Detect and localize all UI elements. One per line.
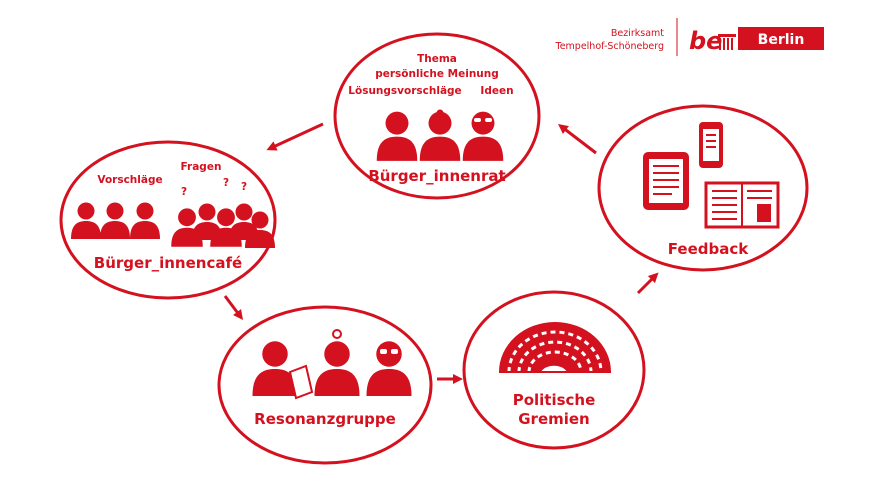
berlin-logo-box xyxy=(738,27,824,50)
node-feedback-title: Feedback xyxy=(668,240,749,258)
node-cafe-circle xyxy=(59,140,277,300)
cafe-people-icon xyxy=(71,202,275,248)
arrow-feedback-to-rat xyxy=(558,123,597,155)
resonance-people-icon xyxy=(252,329,412,400)
label-vorschlaege: Vorschläge xyxy=(97,174,162,186)
node-gremien-title-line1: Politische xyxy=(513,391,596,409)
node-resonanz: Resonanzgruppe xyxy=(217,305,433,465)
question-mark-2: ? xyxy=(223,177,229,189)
topic-meinung: persönliche Meinung xyxy=(375,68,499,80)
node-buergerrat-circle xyxy=(333,32,541,200)
topic-thema: Thema xyxy=(417,53,457,65)
node-resonanz-title: Resonanzgruppe xyxy=(254,410,396,428)
be-logo-text: be xyxy=(689,27,722,55)
berlin-logo-text: Berlin xyxy=(758,32,805,48)
node-buergerrat-title: Bürger_innenrat xyxy=(368,167,505,185)
brand-header: Bezirksamt Tempelhof-Schöneberg be Berli… xyxy=(555,18,824,56)
node-feedback-circle xyxy=(597,104,809,272)
newspaper-icon xyxy=(704,181,780,229)
arrow-cafe-to-resonanz xyxy=(223,295,243,320)
question-mark-1: ? xyxy=(181,186,187,198)
node-cafe: Vorschläge Fragen ? ? ? Bürger_innencafé xyxy=(59,140,277,300)
node-feedback: Feedback xyxy=(597,104,809,272)
smartphone-icon xyxy=(699,122,723,168)
node-gremien-title-line2: Gremien xyxy=(518,410,590,428)
node-gremien-circle xyxy=(462,290,646,450)
topic-loesungsvorschlaege: Lösungsvorschläge xyxy=(348,85,461,97)
arrow-rat-to-cafe xyxy=(266,122,324,151)
arrow-gremien-to-feedback xyxy=(636,272,659,295)
label-fragen: Fragen xyxy=(181,161,222,173)
council-people-icon xyxy=(376,109,504,161)
district-name-line1: Bezirksamt xyxy=(611,28,664,39)
topic-ideen: Ideen xyxy=(480,85,513,97)
node-cafe-title: Bürger_innencafé xyxy=(94,254,242,272)
tablet-icon xyxy=(643,152,689,210)
node-gremien: Politische Gremien xyxy=(462,290,646,450)
parliament-icon xyxy=(499,322,611,373)
node-resonanz-circle xyxy=(217,305,433,465)
node-buergerrat: Thema persönliche Meinung Lösungsvorschl… xyxy=(333,32,541,200)
district-name-line2: Tempelhof-Schöneberg xyxy=(555,41,665,52)
question-mark-3: ? xyxy=(241,181,247,193)
cycle-arrows xyxy=(223,122,659,384)
brandenburg-gate-icon xyxy=(718,34,736,50)
